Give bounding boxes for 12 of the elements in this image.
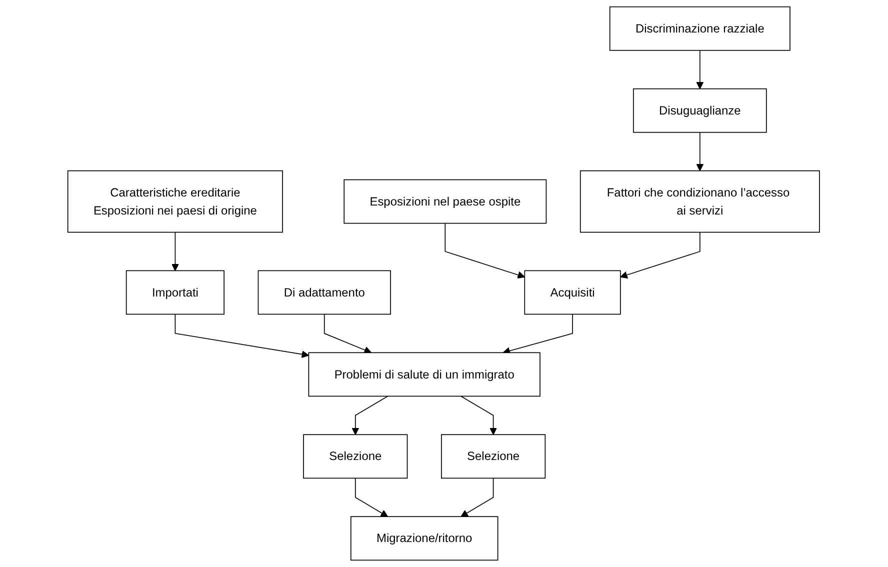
process-box: Fattori che condizionano l’accesso ai servizi <box>580 170 820 233</box>
process-box: Caratteristiche ereditarie Esposizioni nei paesi di origine <box>68 170 284 233</box>
process-box: Selezione <box>303 434 408 479</box>
process-box: Acquisiti <box>524 270 622 315</box>
process-box: Esposizioni nel paese ospite <box>344 179 547 224</box>
process-box: Problemi di salute di un immigrato <box>308 352 541 397</box>
process-box: Discriminazione razziale <box>610 6 791 51</box>
process-box: Migrazione/ritorno <box>350 516 499 561</box>
process-box: Importati <box>126 270 225 315</box>
process-box: Disuguaglianze <box>633 88 768 133</box>
process-box: Di adattamento <box>258 270 392 315</box>
process-box: Selezione <box>441 434 546 479</box>
